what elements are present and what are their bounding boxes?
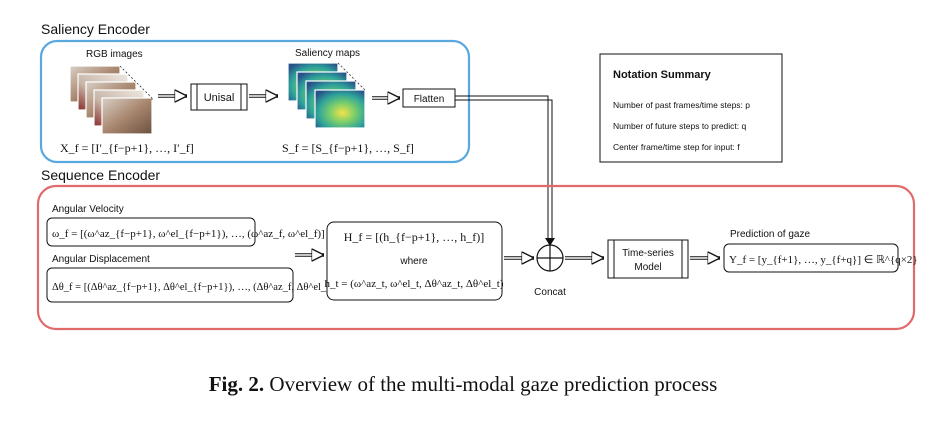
- concat-label: Concat: [534, 287, 566, 298]
- gaze-prediction-diagram: Saliency Encoder RGB images Unisal Salie…: [36, 21, 918, 331]
- flatten-label: Flatten: [414, 94, 445, 105]
- hidden-sequence-box: H_f = [(h_{f−p+1}, …, h_f)] where h_t = …: [324, 221, 504, 301]
- rgb-images-label: RGB images: [86, 49, 143, 60]
- prediction-box: [723, 243, 899, 273]
- concat-node: [536, 244, 564, 272]
- notation-title: Notation Summary: [613, 69, 712, 81]
- unisal-label: Unisal: [204, 92, 235, 104]
- flatten-block: Flatten: [402, 88, 456, 108]
- angular-displacement-box: [46, 267, 294, 303]
- rgb-image-stack: [69, 65, 153, 135]
- unisal-block: Unisal: [190, 83, 248, 111]
- notation-line-center: Center frame/time step for input: f: [613, 142, 740, 152]
- xf-formula: X_f = [I′_{f−p+1}, …, I′_f]: [60, 141, 194, 155]
- saliency-encoder-box: [39, 39, 471, 164]
- omega-formula: ω_f = [(ω^az_{f−p+1}, ω^el_{f−p+1}), …, …: [52, 228, 325, 240]
- notation-summary-box: Notation Summary Number of past frames/t…: [599, 53, 783, 163]
- hf-formula: H_f = [(h_{f−p+1}, …, h_f)]: [344, 230, 484, 244]
- flatten-to-concat-arrow: [455, 95, 555, 246]
- saliency-maps-label: Saliency maps: [295, 48, 360, 59]
- sequence-encoder-title: Sequence Encoder: [41, 167, 160, 183]
- sequence-encoder-box: [36, 184, 916, 331]
- caption-text: Overview of the multi-modal gaze predict…: [269, 372, 718, 396]
- yf-formula: Y_f = [y_{f+1}, …, y_{f+q}] ∈ ℝ^{q×2}: [729, 254, 918, 266]
- ht-formula: h_t = (ω^az_t, ω^el_t, Δθ^az_t, Δθ^el_t): [324, 278, 503, 290]
- time-series-model-block: Time-series Model: [607, 239, 689, 279]
- angular-velocity-box: [46, 217, 256, 247]
- notation-line-past: Number of past frames/time steps: p: [613, 100, 750, 110]
- where-label: where: [399, 256, 428, 267]
- angular-velocity-label: Angular Velocity: [52, 204, 124, 215]
- notation-line-future: Number of future steps to predict: q: [613, 121, 747, 131]
- angular-displacement-label: Angular Displacement: [52, 254, 150, 265]
- sf-formula: S_f = [S_{f−p+1}, …, S_f]: [282, 141, 414, 155]
- saliency-map-stack: [287, 62, 366, 129]
- figure-caption: Fig. 2. Overview of the multi-modal gaze…: [0, 372, 926, 397]
- saliency-encoder-title: Saliency Encoder: [41, 21, 150, 37]
- prediction-label: Prediction of gaze: [730, 229, 810, 240]
- model-label-line2: Model: [634, 262, 661, 273]
- model-label-line1: Time-series: [622, 248, 674, 259]
- delta-theta-formula: Δθ_f = [(Δθ^az_{f−p+1}, Δθ^el_{f−p+1}), …: [52, 282, 337, 293]
- caption-prefix: Fig. 2.: [208, 372, 265, 396]
